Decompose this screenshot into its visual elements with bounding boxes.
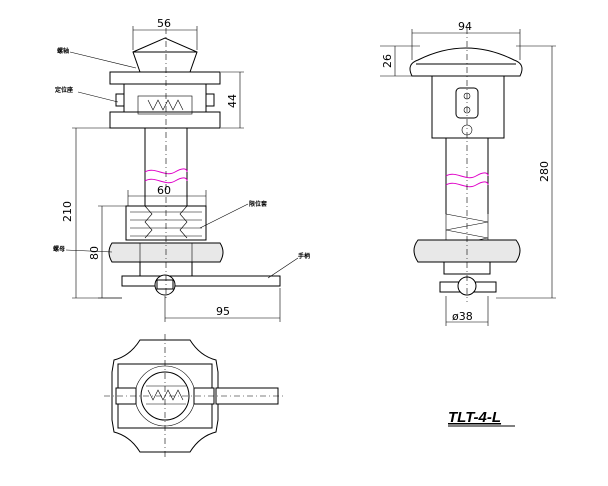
- front-positioning-seat: [109, 71, 221, 85]
- front-handle-length-label: 95: [216, 305, 230, 318]
- side-head-height-label: 26: [381, 54, 394, 68]
- label-limit-sleeve: 限位套: [249, 200, 267, 208]
- front-labels: 螺轴 定位座 限位套 螺母 手柄: [53, 47, 310, 279]
- side-dimensions: 94 26 280 ø38: [380, 20, 556, 326]
- side-view: [409, 28, 523, 302]
- front-break-line-bottom: [144, 177, 188, 184]
- side-shaft-diameter-label: ø38: [452, 310, 473, 323]
- front-dimensions: 56 44 210 60 80 95: [61, 17, 281, 322]
- label-positioning-seat: 定位座: [54, 86, 73, 94]
- front-base-height-label: 44: [226, 94, 239, 108]
- label-handle: 手柄: [298, 252, 310, 260]
- top-view: [104, 334, 286, 458]
- model-label: TLT-4-L: [448, 409, 501, 426]
- front-head-width-label: 56: [157, 17, 171, 30]
- side-head-width-label: 94: [458, 20, 472, 33]
- front-break-line-top: [144, 168, 188, 175]
- side-total-height-label: 280: [538, 161, 551, 182]
- side-knob: [409, 47, 523, 77]
- front-spring-width-label: 60: [157, 184, 171, 197]
- label-knob: 螺轴: [57, 47, 69, 55]
- front-nut-height-label: 80: [88, 246, 101, 260]
- front-view: [108, 28, 281, 300]
- front-total-height-label: 210: [61, 201, 74, 222]
- front-knob: [132, 37, 198, 73]
- label-nut: 螺母: [53, 245, 65, 253]
- front-handle: [121, 275, 281, 287]
